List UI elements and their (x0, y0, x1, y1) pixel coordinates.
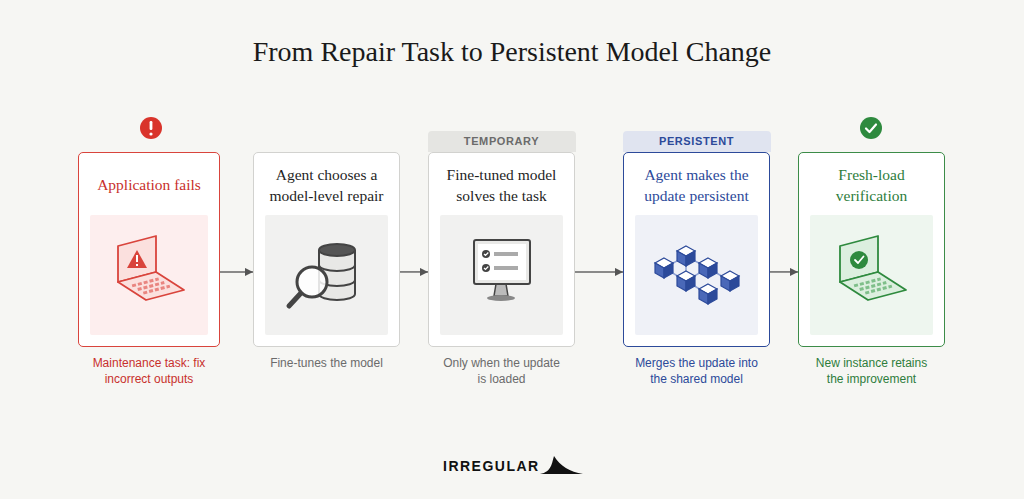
database-body (319, 250, 355, 300)
alert-icon (140, 117, 162, 139)
model-cube (699, 258, 717, 278)
flow-arrow (220, 271, 253, 273)
model-cube (677, 271, 695, 291)
database-search (289, 244, 355, 306)
check-mark (866, 125, 876, 133)
laptop-keys (854, 279, 892, 293)
check-icon (860, 117, 882, 139)
database-top (319, 244, 355, 256)
alert-circle (140, 117, 162, 139)
step-caption: New instance retains the improvement (809, 355, 934, 387)
model-cube (655, 258, 673, 278)
diagram-title: From Repair Task to Persistent Model Cha… (0, 32, 1024, 72)
step-caption: Only when the update is loaded (439, 355, 564, 387)
monitor-frame (474, 240, 530, 284)
image-panel (90, 215, 208, 335)
checklist-lines (494, 254, 518, 268)
step-box: PERSISTENTAgent makes the update persist… (623, 152, 770, 347)
step-heading: Agent chooses a model-level repair (264, 153, 389, 216)
step-heading: Agent makes the update persistent (634, 153, 759, 216)
merged-model-cubes (655, 246, 739, 304)
monitor-base (487, 295, 515, 301)
magnifier-handle (289, 293, 301, 306)
model-cube (721, 271, 739, 291)
check-bullet (482, 264, 490, 272)
magnifier-lens (297, 267, 327, 297)
alert-dot (149, 132, 152, 135)
logo-mark (540, 456, 583, 474)
step-caption: Merges the update into the shared model (634, 355, 759, 387)
check-circle (860, 117, 882, 139)
flow-arrow (770, 271, 798, 273)
warning-dot (136, 264, 138, 266)
step-box: Agent chooses a model-level repairFine-t… (253, 152, 400, 347)
image-panel (635, 215, 758, 335)
step-box: Fresh-load verificationNew instance reta… (798, 152, 945, 347)
checklist-monitor (474, 240, 530, 301)
warning-triangle (127, 250, 147, 268)
laptop-screen (118, 236, 156, 282)
laptop-keyboard (840, 272, 906, 300)
broken-laptop (118, 236, 184, 300)
laptop-keys (132, 279, 170, 293)
model-cube (699, 284, 717, 304)
laptop-keyboard (118, 272, 184, 300)
flow-arrow (575, 271, 623, 273)
brand-logo: IRREGULAR (443, 457, 540, 475)
check-bullet (482, 250, 490, 258)
image-panel (810, 215, 933, 335)
monitor-stand (494, 284, 508, 296)
image-panel (265, 215, 388, 335)
model-cube (677, 246, 695, 266)
step-caption: Maintenance task: fix incorrect outputs (87, 355, 212, 387)
warning-bar (136, 255, 138, 262)
bullet-ticks (484, 253, 488, 270)
cube-links (664, 256, 730, 294)
step-heading: Application fails (87, 153, 212, 216)
verified-laptop (840, 236, 906, 300)
step-box: TEMPORARYFine-tuned model solves the tas… (428, 152, 575, 347)
step-heading: Fresh-load verification (809, 153, 934, 216)
step-heading: Fine-tuned model solves the task (439, 153, 564, 216)
step-caption: Fine-tunes the model (264, 355, 389, 371)
flow-arrow (400, 271, 428, 273)
status-tab: TEMPORARY (428, 131, 576, 152)
monitor-screen (478, 244, 526, 280)
image-panel (440, 215, 563, 335)
laptop-screen (840, 236, 878, 282)
alert-bar (150, 121, 153, 130)
database-bands (319, 265, 355, 286)
screen-check-circle (850, 251, 868, 269)
step-box: Application failsMaintenance task: fix i… (78, 152, 220, 347)
screen-check-mark (855, 257, 864, 264)
status-tab: PERSISTENT (623, 131, 771, 152)
